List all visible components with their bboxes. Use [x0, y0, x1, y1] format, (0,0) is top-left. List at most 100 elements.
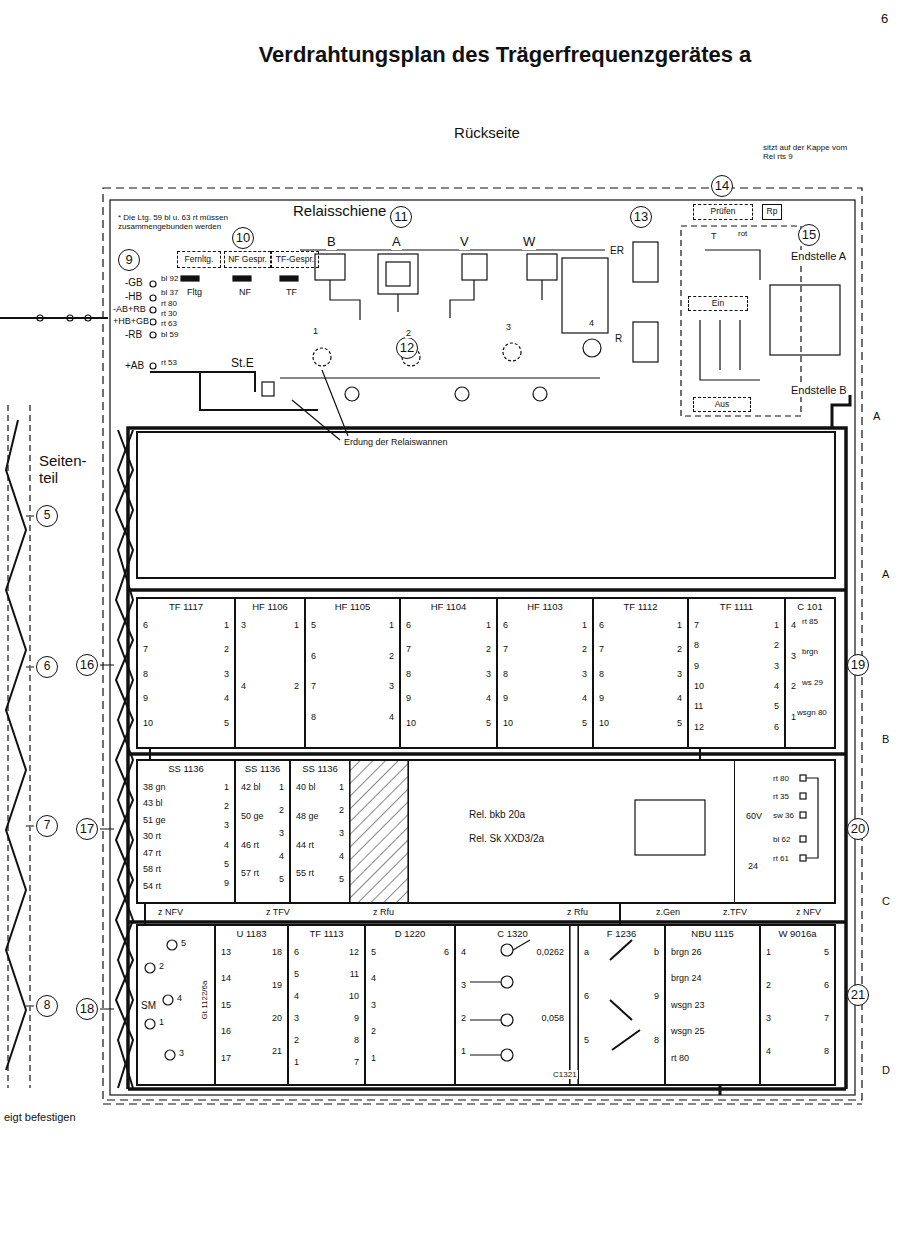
pin-label: 3 — [241, 621, 246, 631]
pin-label: 4 — [766, 1047, 771, 1057]
panel-label: Rel. bkb 20a — [469, 809, 525, 820]
pin-label: 8 — [599, 670, 604, 680]
panel-label: SS 1136 — [168, 764, 204, 774]
panel-label: Prüfen — [710, 207, 735, 216]
pin-label: 12 — [349, 948, 359, 958]
pin-label: 5 — [677, 719, 682, 729]
callout-number: 19 — [847, 654, 869, 676]
pin-label: 6 — [599, 621, 604, 631]
pin-label: 7 — [824, 1014, 829, 1024]
module-box: NBU 1115brgn 26brgn 24wsgn 23wsgn 25rt 8… — [665, 925, 760, 1085]
annotation-label: z TFV — [265, 907, 291, 917]
module-box: HF 110556781234 — [305, 598, 400, 748]
pin-label: rt 80 — [671, 1054, 689, 1064]
pin-label: 8 — [311, 713, 316, 723]
pin-label: 4 — [224, 841, 229, 851]
panel-label: NBU 1115 — [691, 929, 733, 939]
pin-label: 1 — [224, 783, 229, 793]
pin-label: 5 — [311, 621, 316, 631]
pin-label: 14 — [221, 974, 231, 984]
pin-label: 3 — [371, 1001, 376, 1011]
pin-label: Rel. Sk XXD3/2a — [469, 833, 544, 844]
pin-label: brgn 24 — [671, 974, 702, 984]
module-box: TF 1111789101112123456 — [688, 598, 785, 748]
annotation-label: Endstelle A — [790, 250, 847, 263]
pin-label: 51 ge — [143, 816, 166, 826]
annotation-label: Erdung der Relaiswannen — [343, 437, 449, 447]
pin-label: 12 — [694, 723, 704, 733]
pin-label: 2 — [461, 1014, 466, 1024]
pin-label: 1 — [389, 621, 394, 631]
callout-number: 12 — [396, 337, 418, 359]
pin-label: 4 — [486, 694, 491, 704]
annotation-label: 3 — [178, 1048, 185, 1058]
pin-label: 9 — [224, 879, 229, 889]
pin-label: 3 — [279, 829, 284, 839]
module-box: C 132043210,02620,058 — [455, 925, 570, 1085]
pin-label: 15 — [221, 1001, 231, 1011]
annotation-label: 4 — [176, 993, 183, 1003]
callout-number: 14 — [711, 175, 733, 197]
annotation-label: 5 — [180, 938, 187, 948]
annotation-label: 1 — [158, 1017, 165, 1027]
pin-label: 3 — [791, 652, 796, 662]
annotation-label: W — [522, 235, 536, 250]
pin-label: 1 — [294, 621, 299, 631]
pin-label: 2 — [294, 1036, 299, 1046]
wire-connector — [144, 903, 146, 925]
pin-label: 2 — [279, 806, 284, 816]
pin-label: 4 — [582, 694, 587, 704]
pin-label: 16 — [221, 1027, 231, 1037]
annotation-label: rt 35 — [772, 792, 790, 801]
annotation-label: C — [881, 895, 891, 908]
pin-label: 4 — [389, 713, 394, 723]
pin-label: 6 — [774, 723, 779, 733]
pin-label: 4 — [677, 694, 682, 704]
pin-label: 54 rt — [143, 882, 161, 892]
annotation-label: z Rfu — [372, 907, 395, 917]
annotation-label: brgn — [801, 647, 819, 656]
annotation-label: rot — [737, 229, 748, 238]
annotation-label: bl 92 — [160, 274, 179, 283]
annotation-label: z.TFV — [722, 907, 748, 917]
pin-label: 6 — [824, 981, 829, 991]
pin-label: 6 — [311, 652, 316, 662]
pin-label: 19 — [272, 981, 282, 991]
panel-label: NF Gespr. — [228, 255, 267, 264]
module-box: SS 113642 bl50 ge46 rt57 rt12345 — [235, 760, 290, 903]
panel-label: HF 1105 — [335, 602, 371, 612]
annotation-label: bl 62 — [772, 835, 791, 844]
switch-box: Rp — [762, 204, 782, 220]
pin-label: 10 — [143, 719, 153, 729]
switch-box: NF Gespr. — [224, 251, 271, 268]
pin-label: 4 — [279, 852, 284, 862]
pin-label: 0,058 — [541, 1014, 564, 1024]
callout-number: 16 — [76, 654, 98, 676]
panel-label: W 9016a — [778, 929, 816, 939]
pin-label: 2 — [371, 1027, 376, 1037]
pin-label: 18 — [272, 948, 282, 958]
pin-label: 5 — [486, 719, 491, 729]
annotation-label: A — [881, 568, 890, 581]
panel-label: TF 1117 — [169, 602, 203, 612]
annotation-label: 60V — [745, 811, 763, 821]
pin-label: 5 — [371, 948, 376, 958]
pin-label: 10 — [503, 719, 513, 729]
pin-label: 55 rt — [296, 869, 314, 879]
pin-label: 17 — [221, 1054, 231, 1064]
annotation-label: R — [614, 333, 623, 345]
annotation-label: C1321 — [552, 1070, 578, 1079]
pin-label: 1 — [294, 1058, 299, 1068]
annotation-label: +HB+GB — [112, 316, 150, 326]
callout-number: 8 — [36, 995, 58, 1017]
pin-label: 11 — [350, 970, 359, 980]
pin-label: 3 — [766, 1014, 771, 1024]
callout-number: 10 — [232, 227, 254, 249]
pin-label: 3 — [339, 829, 344, 839]
pin-label: 4 — [791, 621, 796, 631]
panel-label: TF-Gespr. — [276, 255, 314, 264]
pin-label: wsgn 23 — [671, 1001, 705, 1011]
annotation-label: 6 — [880, 12, 889, 27]
annotation-label: bl 37 — [160, 288, 179, 297]
